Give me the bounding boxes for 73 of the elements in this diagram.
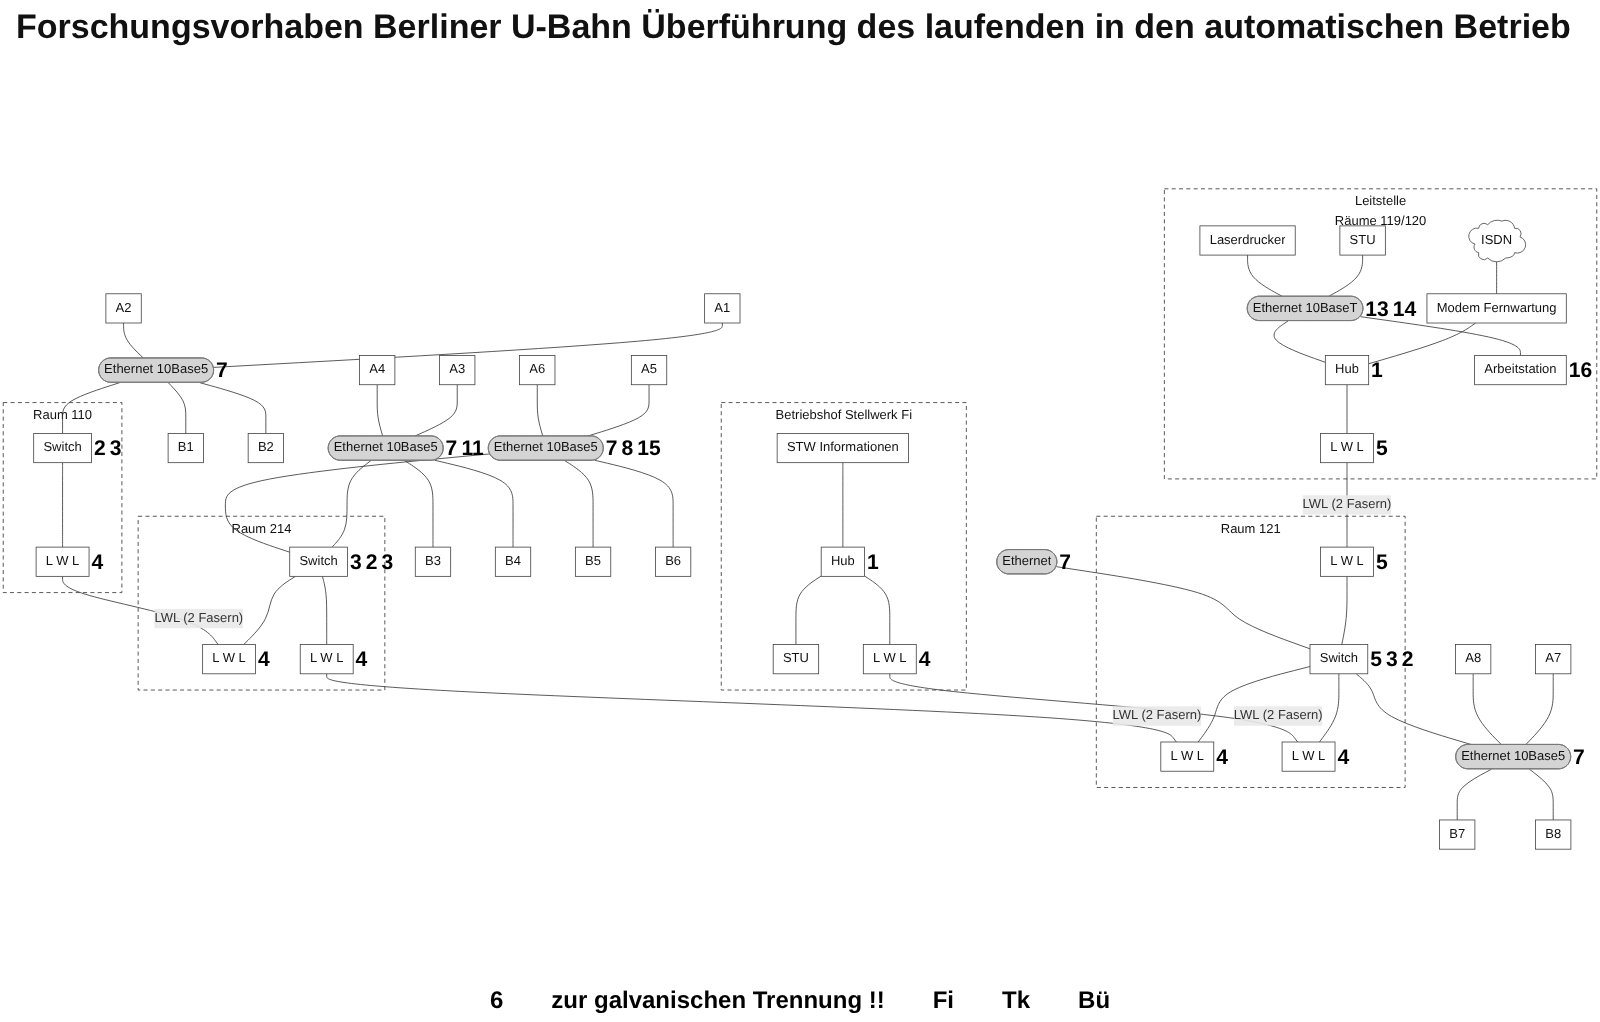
callout-number: 15 bbox=[637, 437, 661, 462]
callout-number: 8 bbox=[621, 437, 634, 462]
connector bbox=[1197, 666, 1311, 743]
connector bbox=[123, 322, 145, 359]
connector bbox=[1368, 322, 1477, 365]
callout-number: 4 bbox=[1216, 745, 1228, 770]
callout-number: 1 bbox=[1371, 359, 1383, 384]
connector bbox=[243, 575, 296, 645]
connector bbox=[326, 673, 1177, 743]
callout-number: 2 bbox=[1401, 648, 1414, 673]
callout-number: 4 bbox=[918, 648, 931, 673]
callout-number: 14 bbox=[1392, 297, 1417, 322]
connector bbox=[1355, 673, 1473, 746]
connector bbox=[434, 459, 514, 548]
connector bbox=[322, 575, 328, 645]
callout-number: 4 bbox=[355, 648, 368, 673]
note-text: Fi bbox=[932, 986, 955, 1014]
connector bbox=[842, 462, 844, 548]
connector bbox=[1319, 673, 1340, 743]
connector bbox=[864, 575, 891, 645]
callout-number: 7 bbox=[1059, 551, 1072, 576]
connector bbox=[167, 382, 187, 434]
connector bbox=[224, 453, 491, 553]
callout-number: 4 bbox=[258, 648, 270, 673]
callout-number: 3 bbox=[349, 551, 362, 576]
callout-number: 11 bbox=[461, 437, 484, 462]
connector bbox=[1327, 254, 1363, 298]
connector bbox=[1055, 566, 1311, 650]
connector bbox=[62, 382, 120, 434]
connector bbox=[1360, 316, 1521, 356]
diagram-title: Forschungsvorhaben Berliner U-Bahn Überführung des laufenden in den automatischen Betrieb bbox=[14, 6, 1573, 50]
connector bbox=[331, 460, 372, 548]
callout-number: 2 bbox=[365, 551, 378, 576]
callout-number: 4 bbox=[1337, 745, 1350, 770]
callout-number: 5 bbox=[1375, 551, 1388, 576]
connector bbox=[413, 384, 458, 437]
callout-number: 5 bbox=[1375, 437, 1388, 462]
connector bbox=[1496, 260, 1498, 295]
note-text: zur galvanischen Trennung !! bbox=[551, 986, 885, 1014]
callout-number: 3 bbox=[1386, 648, 1398, 673]
note-text: Bü bbox=[1078, 986, 1111, 1014]
note-text: 6 bbox=[489, 986, 504, 1014]
connector bbox=[1341, 575, 1348, 645]
connector bbox=[213, 322, 723, 368]
connector bbox=[1456, 768, 1492, 821]
callout-number: 7 bbox=[1573, 745, 1585, 770]
connector bbox=[1529, 768, 1554, 821]
callout-number: 1 bbox=[866, 551, 879, 576]
callout-number: 3 bbox=[109, 437, 122, 462]
connector bbox=[536, 384, 544, 437]
connector bbox=[1346, 384, 1348, 434]
callout-number: 2 bbox=[93, 437, 106, 462]
connector bbox=[199, 382, 267, 434]
connector bbox=[1273, 320, 1326, 363]
connector bbox=[594, 459, 674, 548]
connector bbox=[1472, 673, 1502, 746]
callout-number: 3 bbox=[381, 551, 394, 576]
callout-number: 4 bbox=[91, 551, 104, 576]
connector bbox=[376, 384, 384, 437]
callout-number: 7 bbox=[605, 437, 618, 462]
callout-number: 13 bbox=[1365, 297, 1389, 322]
connector bbox=[1247, 254, 1284, 298]
connector bbox=[404, 460, 434, 548]
connector bbox=[586, 384, 650, 437]
connector bbox=[795, 575, 822, 645]
callout-number: 5 bbox=[1370, 648, 1382, 673]
callout-number: 7 bbox=[445, 437, 458, 462]
note-text: Tk bbox=[1002, 986, 1031, 1014]
callout-number: 16 bbox=[1568, 359, 1593, 384]
connector bbox=[564, 460, 594, 548]
connector bbox=[62, 462, 63, 548]
connector bbox=[1525, 673, 1554, 746]
callout-number: 7 bbox=[216, 359, 228, 384]
